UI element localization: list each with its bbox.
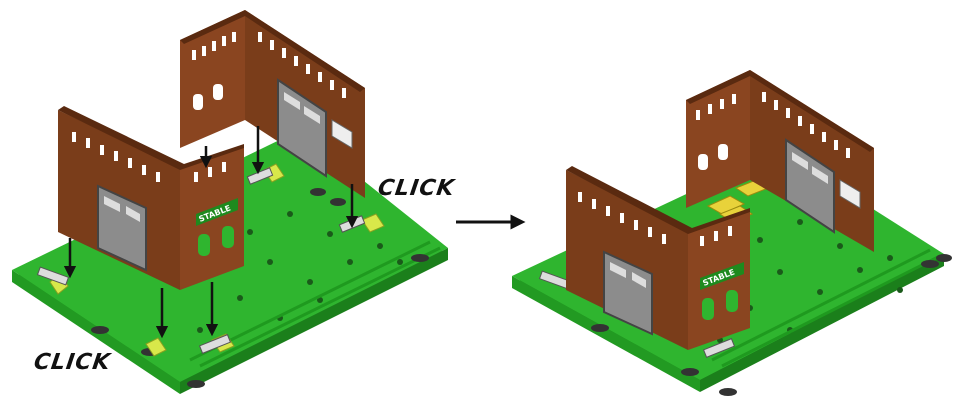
- click-label-bottom: CLICK: [32, 350, 112, 375]
- click-label-top: CLICK: [376, 176, 456, 201]
